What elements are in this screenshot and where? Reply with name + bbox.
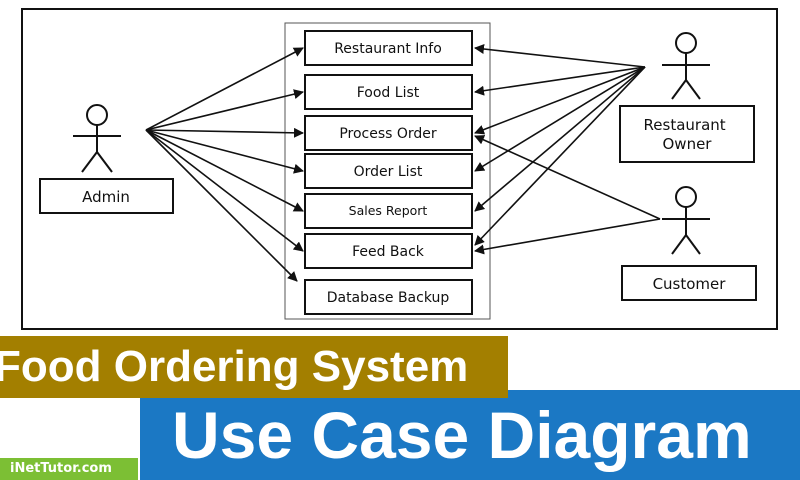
association-arrow-owner-uc_orders: [474, 66, 646, 172]
use-case-label: Feed Back: [352, 244, 425, 260]
association-arrow-owner-uc_food: [474, 66, 646, 96]
use-case-restaurant-info[interactable]: Restaurant Info: [304, 30, 473, 66]
actor-customer[interactable]: Customer: [621, 186, 757, 301]
use-case-sales-report[interactable]: Sales Report: [304, 193, 473, 229]
actor-restaurant-owner[interactable]: Restaurant Owner: [619, 32, 755, 163]
use-case-label: Sales Report: [349, 203, 428, 218]
use-case-food-list[interactable]: Food List: [304, 74, 473, 110]
use-case-box: [304, 279, 473, 315]
association-arrow-owner-uc_info: [474, 44, 646, 68]
association-arrow-admin-uc_sales: [145, 129, 304, 212]
use-case-process-order[interactable]: Process Order: [304, 115, 473, 151]
actor-label: Customer: [653, 275, 727, 293]
association-arrow-owner-uc_feedback: [474, 66, 646, 246]
use-case-feed-back[interactable]: Feed Back: [304, 233, 473, 269]
association-arrow-owner-uc_process: [474, 66, 646, 135]
site-badge[interactable]: iNetTutor.com: [0, 458, 138, 480]
actor-label-box: [621, 265, 757, 301]
actor-label: Restaurant Owner: [644, 116, 731, 153]
use-case-box: [304, 74, 473, 110]
association-arrow-admin-uc_feedback: [145, 129, 304, 252]
association-arrow-owner-uc_sales: [474, 66, 646, 212]
use-case-label: Process Order: [339, 126, 437, 142]
use-case-box: [304, 233, 473, 269]
association-lines: [145, 44, 661, 282]
use-case-label: Order List: [354, 164, 423, 180]
actor-admin[interactable]: Admin: [39, 104, 174, 214]
use-case-box: [304, 30, 473, 66]
association-arrow-admin-uc_process: [145, 127, 304, 138]
actor-label-box: [39, 178, 174, 214]
use-case-database-backup[interactable]: Database Backup: [304, 279, 473, 315]
subtitle-banner: Use Case Diagram: [140, 390, 800, 480]
stick-figure-icon: [73, 104, 121, 173]
association-arrow-customer-uc_feedback: [474, 218, 661, 255]
stick-figure-icon: [662, 32, 710, 100]
use-case-box: [304, 193, 473, 229]
title-banner: Food Ordering System: [0, 336, 508, 398]
association-arrow-admin-uc_food: [145, 89, 304, 131]
association-arrow-admin-uc_orders: [145, 129, 304, 174]
use-case-label: Food List: [357, 85, 420, 101]
actor-label: Admin: [82, 188, 130, 206]
use-case-label: Restaurant Info: [334, 41, 442, 57]
stick-figure-icon: [662, 186, 710, 255]
association-arrow-admin-uc_info: [145, 47, 304, 131]
association-arrow-customer-uc_process: [474, 135, 661, 220]
association-arrow-admin-uc_backup: [145, 129, 298, 282]
use-case-box: [304, 153, 473, 189]
use-case-label: Database Backup: [327, 290, 450, 306]
actor-label-box: [619, 105, 755, 163]
use-case-box: [304, 115, 473, 151]
use-case-order-list[interactable]: Order List: [304, 153, 473, 189]
